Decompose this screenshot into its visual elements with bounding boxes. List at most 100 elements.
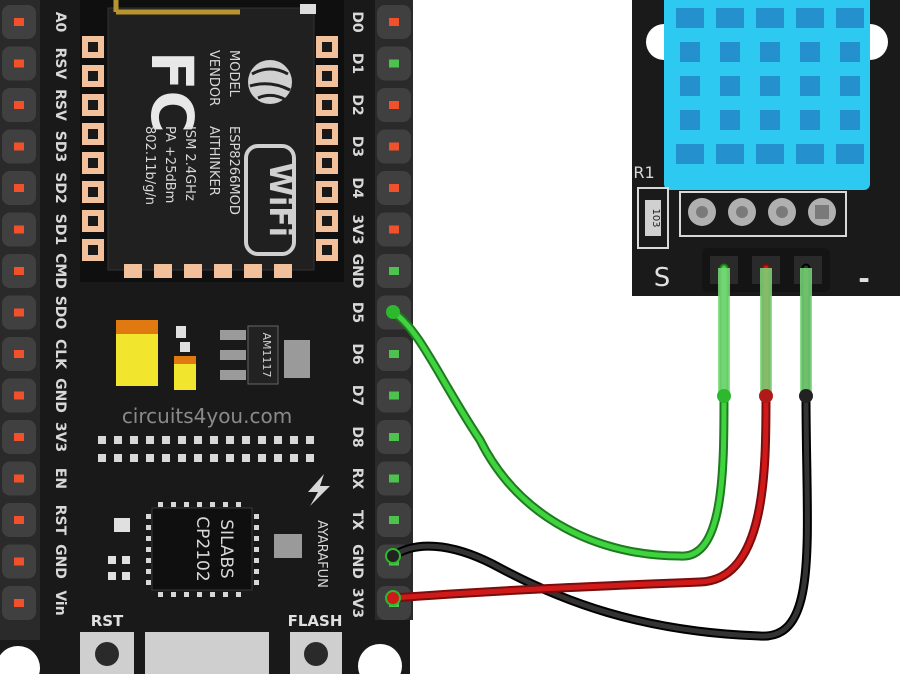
sensor-vent [840,110,860,130]
chip-pin [236,592,241,597]
header-pin [14,599,24,607]
module-pad-hole [322,42,332,52]
chip-pin [146,558,151,563]
chip-pin [223,502,228,507]
module-pad [274,264,292,278]
header-pin [389,516,399,524]
header-pin [14,101,24,109]
chip-pin [158,502,163,507]
sensor-vent [756,144,784,164]
wire-black[interactable] [388,263,812,641]
right-pin-label: D1 [349,53,365,74]
right-pin-label: TX [349,510,365,531]
chip-pin [210,502,215,507]
header-pin [389,350,399,358]
sensor-vent [760,110,780,130]
left-pin-label: Vin [52,590,68,615]
module-pads-bottom [124,264,292,278]
small-capacitor [174,356,196,390]
module-spec-line: ESP8266MOD [226,126,241,215]
right-pin-label: D5 [349,302,365,323]
chip-pin [146,525,151,530]
left-pin-label: SD2 [52,172,68,203]
sensor-vent [796,8,824,28]
header-pin [14,391,24,400]
module-pad-hole [322,158,332,168]
module-pad [244,264,262,278]
sensor-vent [716,144,744,164]
chip-pin [171,592,176,597]
left-pin-label: SD3 [52,131,68,162]
left-pin-label: EN [52,468,68,489]
chip-pin [146,514,151,519]
smd-pad [210,436,218,444]
smd-pad [130,454,138,462]
chip-pin [146,569,151,574]
chip-pin [254,536,259,541]
module-pad-hole [88,216,98,226]
smd-pad [210,454,218,462]
smd-pad [290,454,298,462]
sensor-vent [720,42,740,62]
wifi-badge: WiFi [244,144,297,256]
header-pin [389,184,399,192]
header-pin [14,474,24,483]
right-pin-label: D0 [349,11,365,33]
header-pin [389,225,399,234]
right-pin-label: D3 [349,136,365,157]
flash-button[interactable] [290,632,342,674]
smd-pad [194,436,202,444]
chip-pin [210,592,215,597]
chip-pin [197,592,202,597]
module-spec-line: PA +25dBm [162,126,177,203]
chip-pin [254,569,259,574]
bolt-icon [308,474,330,506]
sensor-pin-core [776,206,788,218]
smd-pad [114,436,122,444]
left-pin-label: SD1 [52,214,68,245]
sensor-vent [800,110,820,130]
sensor-vent [840,42,860,62]
globe-icon [248,60,292,104]
right-pin-label: D4 [349,177,365,199]
sensor-vent-grid [676,8,864,164]
module-spec-line: 802.11b/g/n [142,126,157,205]
sensor-vent [676,8,704,28]
ground-pin-label: - [858,262,870,295]
module-spec-line: VENDOR [206,50,221,106]
smd-pad [114,454,122,462]
header-pin [14,350,24,358]
sensor-vent [760,42,780,62]
module-pad-hole [88,129,98,139]
dht11-sensor-module: R1 103 S - [632,0,900,296]
sensor-pin-core [696,206,708,218]
smd-pad-row [98,436,314,462]
header-pin [389,474,399,483]
smd-pad [306,454,314,462]
header-pin [389,59,399,68]
left-pin-label: RST [52,505,68,536]
smd-pad [242,454,250,462]
rst-button[interactable] [80,632,134,674]
smd-pad [226,436,234,444]
signal-pin-label: S [654,263,671,293]
mounting-hole [0,646,40,674]
sensor-vent [680,110,700,130]
tantalum-capacitor [116,320,158,386]
chip-pin [184,502,189,507]
left-pin-header [2,5,36,620]
smd-pad [98,436,106,444]
sensor-vent [796,144,824,164]
resistor-value: 103 [650,208,661,227]
sensor-vent [680,76,700,96]
smd-led [108,518,302,580]
sensor-vent [756,8,784,28]
chip-pin [236,502,241,507]
right-pin-label: RX [349,468,365,490]
chip-pin [171,502,176,507]
header-pin [14,308,24,317]
left-pin-label: 3V3 [52,422,68,452]
module-pad-hole [88,71,98,81]
wire-green[interactable] [388,263,729,561]
sensor-vent [676,144,704,164]
